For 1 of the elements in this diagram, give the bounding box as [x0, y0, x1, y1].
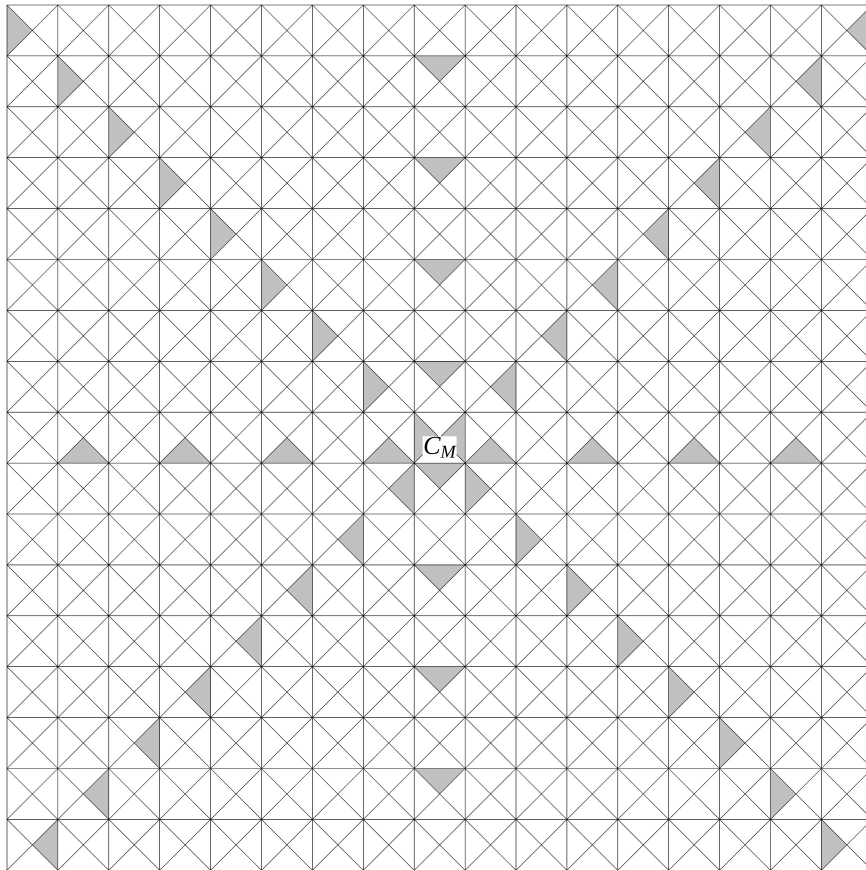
point-label: C$_{M}$ — [422, 436, 457, 458]
